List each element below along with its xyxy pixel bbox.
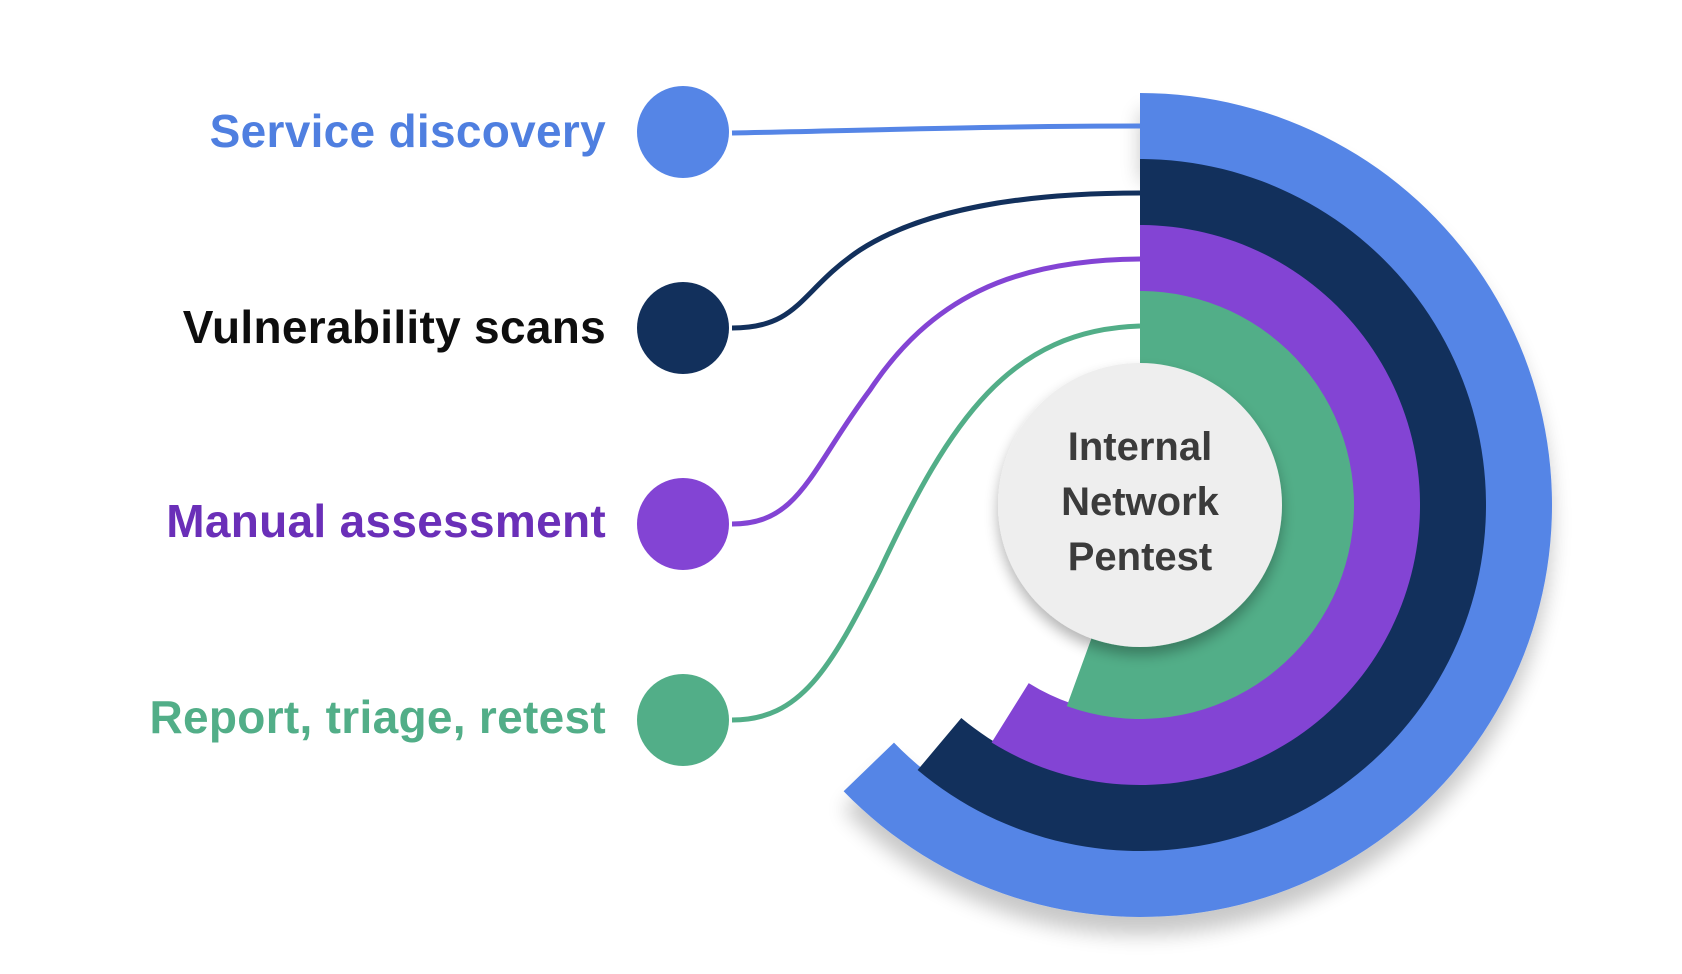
arc-vulnerability-scans (917, 159, 1486, 851)
connector-vulnerability-scans (731, 190, 1141, 331)
center-title-line-1: Internal (1067, 425, 1213, 469)
node-dot-service-discovery (637, 86, 729, 178)
connector-service-discovery (731, 123, 1141, 136)
center-title-line-2: Network (1061, 480, 1219, 524)
node-dot-vulnerability-scans (637, 282, 729, 374)
arc-service-discovery (843, 93, 1552, 917)
connector-report-triage-retest (731, 323, 1141, 723)
step-label-report-triage-retest: Report, triage, retest (149, 691, 606, 743)
center-title: Internal Network Pentest (1002, 420, 1278, 585)
step-label-manual-assessment: Manual assessment (166, 495, 606, 547)
arc-report-triage-retest (1066, 291, 1354, 719)
center-circle (998, 363, 1282, 647)
node-dot-report-triage-retest (637, 674, 729, 766)
step-label-vulnerability-scans: Vulnerability scans (182, 301, 606, 353)
connector-manual-assessment (731, 256, 1141, 527)
center-title-line-3: Pentest (1067, 535, 1213, 579)
arc-manual-assessment (991, 225, 1420, 785)
step-label-service-discovery: Service discovery (209, 105, 606, 157)
node-dot-manual-assessment (637, 478, 729, 570)
